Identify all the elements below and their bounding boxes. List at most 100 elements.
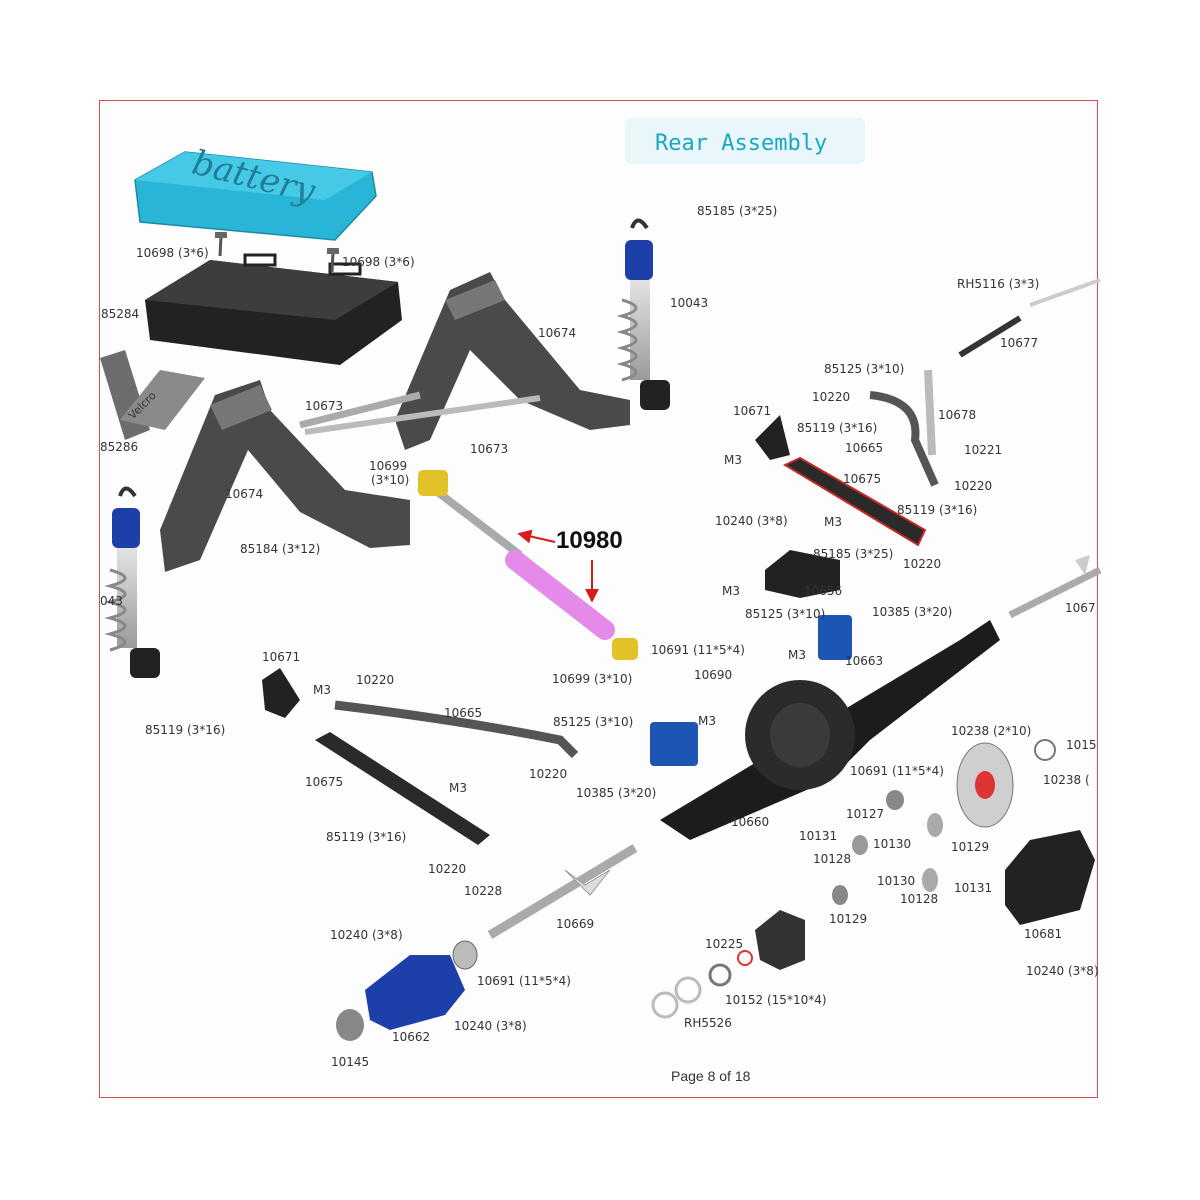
part-label: 10220 — [954, 479, 992, 493]
title-banner: Rear Assembly — [625, 118, 865, 164]
battery-tray — [145, 253, 402, 365]
part-label: 10699 (3*10) — [552, 672, 632, 686]
part-label: 10698 (3*6) — [136, 246, 209, 260]
part-label: 10240 (3*8) — [1026, 964, 1099, 978]
part-label: 10698 (3*6) — [342, 255, 415, 269]
hub-10662 — [336, 940, 478, 1041]
part-label: 10674 — [225, 487, 263, 501]
part-label: 10663 — [845, 654, 883, 668]
part-label: 10385 (3*20) — [576, 786, 656, 800]
shock-tower-10674-left — [160, 380, 410, 572]
link-10665-bot — [334, 700, 579, 759]
part-label: 10221 — [964, 443, 1002, 457]
part-label: 1067 — [1065, 601, 1096, 615]
part-label: 10129 — [951, 840, 989, 854]
part-label: M3 — [824, 515, 842, 529]
part-label: 10131 — [954, 881, 992, 895]
part-label: 10691 (11*5*4) — [651, 643, 745, 657]
seals-rings — [651, 739, 1056, 1019]
part-label: 10127 — [846, 807, 884, 821]
part-label: 10690 — [694, 668, 732, 682]
part-label: 10152 (15*10*4) — [725, 993, 827, 1007]
part-label: 85125 (3*10) — [745, 607, 825, 621]
link-10675-top — [782, 456, 927, 547]
callout-label: 10980 — [556, 527, 623, 554]
part-label: 10240 (3*8) — [330, 928, 403, 942]
page-title: Rear Assembly — [655, 131, 827, 156]
shock-10043-right — [616, 218, 670, 410]
link-10678 — [924, 369, 936, 456]
part-label: 10238 (2*10) — [951, 724, 1031, 738]
part-label: 10145 — [331, 1055, 369, 1069]
part-label: 85119 (3*16) — [326, 830, 406, 844]
part-label: 10674 — [538, 326, 576, 340]
part-label: RH5526 — [684, 1016, 732, 1030]
part-label: 10220 — [812, 390, 850, 404]
part-label: 10228 — [464, 884, 502, 898]
part-label: M3 — [722, 584, 740, 598]
shock-tower-10674-top — [395, 272, 630, 450]
part-label: 10043 — [670, 296, 708, 310]
part-label: 10665 — [845, 441, 883, 455]
part-label: M3 — [724, 453, 742, 467]
diff-case-10225 — [755, 910, 805, 970]
block-10663 — [818, 615, 852, 660]
part-label: 10673 — [305, 399, 343, 413]
part-label: 10220 — [903, 557, 941, 571]
part-label: 10678 — [938, 408, 976, 422]
part-label: M3 — [698, 714, 716, 728]
part-label: 10671 — [262, 650, 300, 664]
part-label: 10673 — [470, 442, 508, 456]
part-label: 85286 — [100, 440, 138, 454]
part-label: 10675 — [305, 775, 343, 789]
part-label: 10385 (3*20) — [872, 605, 952, 619]
part-label: RH5116 (3*3) — [957, 277, 1039, 291]
link-10677 — [958, 278, 1101, 358]
page-number: Page 8 of 18 — [671, 1068, 751, 1084]
part-label: 10699 — [369, 459, 407, 473]
axle-shaft-10669 — [487, 844, 638, 939]
part-label: 10220 — [529, 767, 567, 781]
axle-housing-10660 — [660, 620, 1000, 840]
screw-10698-left — [215, 232, 227, 257]
part-label: 10669 — [556, 917, 594, 931]
part-label: 10681 — [1024, 927, 1062, 941]
cover-10681 — [1005, 830, 1095, 925]
part-label: 10128 — [813, 852, 851, 866]
part-label: 85184 (3*12) — [240, 542, 320, 556]
part-label: 10225 — [705, 937, 743, 951]
brace-10673 — [299, 391, 541, 435]
part-label: 10656 — [804, 584, 842, 598]
driveshaft-10980 — [418, 470, 638, 660]
part-label: M3 — [449, 781, 467, 795]
part-label: 85119 (3*16) — [897, 503, 977, 517]
part-label: 10129 — [829, 912, 867, 926]
battery-part: battery — [134, 143, 377, 241]
part-label: 1015 — [1066, 738, 1097, 752]
part-label: M3 — [788, 648, 806, 662]
part-label: 10220 — [356, 673, 394, 687]
part-label: M3 — [313, 683, 331, 697]
part-label: 10130 — [877, 874, 915, 888]
part-label: 10240 (3*8) — [715, 514, 788, 528]
part-label: 10662 — [392, 1030, 430, 1044]
part-label: 85284 — [101, 307, 139, 321]
axle-shaft-right — [1008, 555, 1102, 619]
part-label: 10660 — [731, 815, 769, 829]
part-label: 10128 — [900, 892, 938, 906]
link-10665-top — [869, 391, 939, 487]
block-10385 — [650, 722, 698, 766]
part-label: 10691 (11*5*4) — [850, 764, 944, 778]
mount-10671-left — [262, 668, 300, 718]
link-10675-left — [315, 732, 490, 845]
part-label: 10671 — [733, 404, 771, 418]
mount-10656 — [765, 550, 840, 598]
part-label: 85185 (3*25) — [697, 204, 777, 218]
callout-arrows: 10980 — [517, 527, 623, 603]
part-label: 10677 — [1000, 336, 1038, 350]
gear-set — [832, 790, 943, 905]
mount-10671-top — [755, 415, 790, 460]
part-label: (3*10) — [371, 473, 409, 487]
part-label: 10675 — [843, 472, 881, 486]
